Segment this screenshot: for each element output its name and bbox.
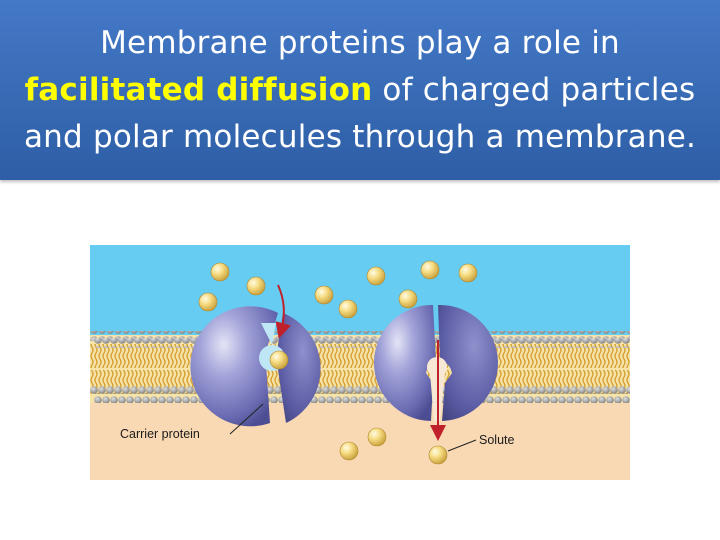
title-highlight: facilitated diffusion [24,71,373,108]
extracellular-region [90,245,630,335]
title-line-2-rest: of charged particles [372,71,696,108]
carrier-label-line [229,403,264,435]
arrow-into-carrier [275,284,291,339]
solute-particles-outside [198,260,478,319]
cytoplasm-region [90,403,630,480]
facilitated-diffusion-diagram: Carrier protein Solute [90,245,630,480]
carrier-protein-label: Carrier protein [120,427,200,441]
title-banner: Membrane proteins play a role in facilit… [0,0,720,180]
solute-label: Solute [479,433,514,447]
title-line-3: and polar molecules through a membrane. [23,118,697,155]
bound-solute [269,350,289,370]
title-line-1: Membrane proteins play a role in [100,24,620,61]
solute-label-line [447,439,477,452]
lipid-bilayer [90,331,630,403]
solute-particles-inside [339,427,448,465]
carrier-protein-open-inside [373,304,499,421]
slide-title: Membrane proteins play a role in facilit… [24,20,696,161]
